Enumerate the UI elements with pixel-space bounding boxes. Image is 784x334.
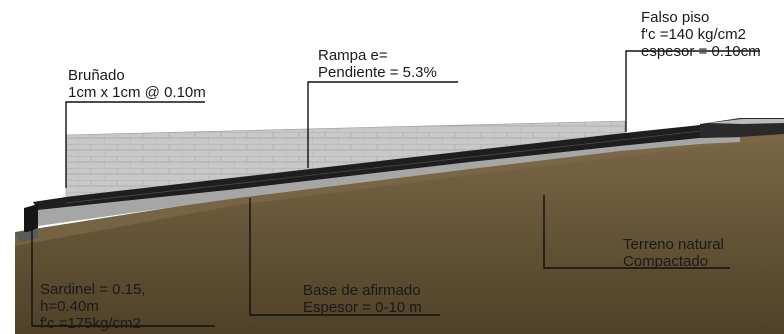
sardinel-curb bbox=[24, 204, 38, 232]
label-brunado-title: Bruñado bbox=[68, 67, 125, 84]
label-brunado-detail: 1cm x 1cm @ 0.10m bbox=[68, 84, 206, 101]
label-terreno-detail: Compactado bbox=[623, 253, 709, 270]
leader-base bbox=[249, 198, 440, 316]
leader-lines bbox=[31, 50, 760, 327]
label-sardinel-width: Sardinel = 0.15, bbox=[40, 281, 146, 298]
label-terreno: Terreno natural Compactado bbox=[623, 236, 724, 270]
natural-ground bbox=[15, 133, 784, 334]
label-terreno-title: Terreno natural bbox=[623, 236, 724, 253]
label-falso-piso-strength: f'c =140 kg/cm2 bbox=[641, 26, 746, 43]
label-rampa-slope: Pendiente = 5.3% bbox=[318, 64, 437, 81]
falso-piso-top bbox=[708, 119, 784, 124]
label-falso-piso: Falso piso f'c =140 kg/cm2 espesor = 0.1… bbox=[641, 9, 761, 60]
leader-terreno bbox=[543, 195, 730, 269]
label-brunado: Bruñado 1cm x 1cm @ 0.10m bbox=[68, 67, 206, 101]
label-sardinel-height: h=0.40m bbox=[40, 298, 99, 315]
soil-surface-strip bbox=[15, 133, 784, 246]
label-rampa-title: Rampa e= bbox=[318, 47, 388, 64]
leader-sardinel bbox=[31, 228, 215, 327]
label-base-title: Base de afirmado bbox=[303, 282, 421, 299]
label-base-thickness: Espesor = 0-10 m bbox=[303, 299, 422, 316]
label-sardinel-strength: f'c =175kg/cm2 bbox=[40, 315, 141, 332]
leader-falso-piso bbox=[625, 50, 760, 132]
leader-rampa bbox=[307, 81, 458, 168]
label-rampa: Rampa e= Pendiente = 5.3% bbox=[318, 47, 437, 81]
label-base: Base de afirmado Espesor = 0-10 m bbox=[303, 282, 422, 316]
label-sardinel: Sardinel = 0.15, h=0.40m f'c =175kg/cm2 bbox=[40, 281, 146, 332]
label-falso-piso-thickness: espesor = 0.10cm bbox=[641, 43, 761, 60]
label-falso-piso-title: Falso piso bbox=[641, 9, 710, 26]
leader-brunado bbox=[65, 101, 205, 188]
ramp-slab-edge bbox=[65, 130, 701, 204]
base-layer bbox=[38, 137, 740, 226]
